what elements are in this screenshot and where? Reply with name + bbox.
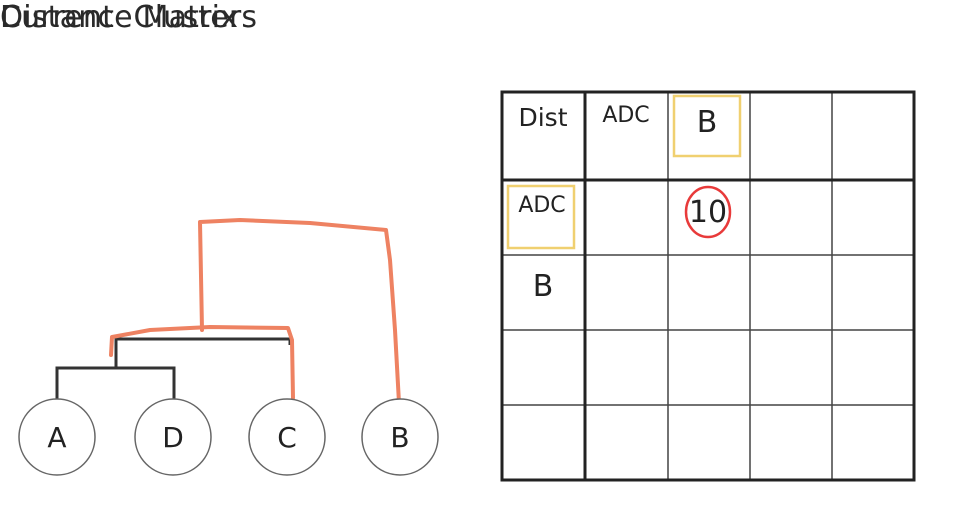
- node-d: D: [134, 398, 212, 476]
- node-b: B: [361, 398, 439, 476]
- distance-matrix-title: Distance Matrix: [0, 0, 239, 35]
- node-a: A: [18, 398, 96, 476]
- node-c: C: [248, 398, 326, 476]
- dendrogram-highlight: [109, 218, 401, 405]
- highlight-branch-root: [198, 218, 401, 405]
- node-b-label: B: [390, 421, 409, 454]
- row-header-b: B: [533, 269, 554, 304]
- node-d-label: D: [162, 421, 184, 454]
- node-a-label: A: [47, 421, 66, 454]
- row-adc-highlight: [506, 184, 576, 250]
- header-b-highlight: [672, 94, 742, 158]
- branch-a-d: [55, 366, 176, 400]
- col-header-adc: ADC: [602, 103, 649, 128]
- row-header-adc: ADC: [518, 193, 565, 218]
- distance-circle-mark: [684, 185, 732, 239]
- current-clusters-title: Current Clusters: [0, 0, 258, 35]
- node-c-label: C: [277, 421, 297, 454]
- corner-label: Dist: [518, 103, 567, 132]
- distance-adc-b-value: 10: [689, 195, 727, 230]
- highlight-branch-adc: [109, 325, 295, 400]
- dendrogram-base: [55, 337, 292, 400]
- distance-matrix: Dist ADC B ADC B 10: [500, 90, 916, 482]
- branch-ad-c: [114, 337, 292, 368]
- col-header-b: B: [697, 105, 718, 140]
